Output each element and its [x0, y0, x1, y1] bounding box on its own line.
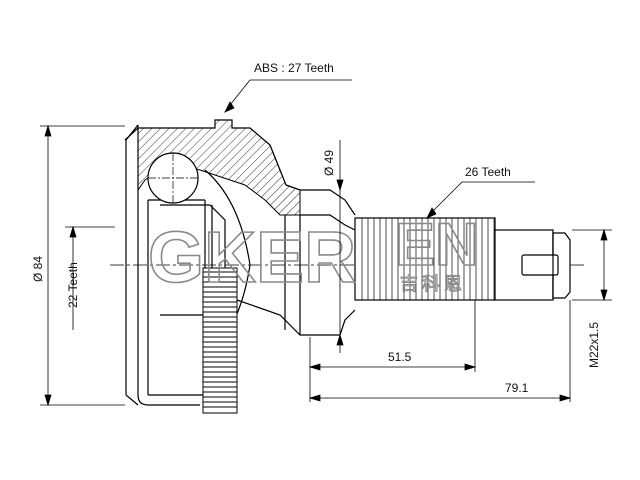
ball: [147, 152, 199, 204]
dim-outer-diameter: [40, 124, 125, 407]
splined-shaft: [354, 217, 496, 301]
thread-label: M22x1.5: [587, 322, 601, 368]
dim-total-length: [308, 300, 572, 402]
dim-inner-teeth: [65, 225, 115, 330]
dim-boot-diameter: [336, 140, 344, 353]
shaft-length-label: 51.5: [388, 350, 412, 364]
spline-leader: [426, 181, 535, 219]
outer-diameter-label: Ø 84: [31, 256, 45, 282]
inner-teeth-label: 22 Teeth: [66, 262, 80, 308]
boot-neck: [236, 214, 356, 336]
watermark-tail: EN: [395, 211, 478, 278]
abs-ring: [202, 267, 238, 414]
abs-leader: [224, 79, 352, 113]
watermark: GKER EN 吉科恩: [147, 210, 479, 299]
spline-teeth-label: 26 Teeth: [465, 165, 511, 179]
threaded-stub: [494, 229, 571, 301]
boot-diameter-label: Ø 49: [322, 150, 336, 176]
watermark-chinese: 吉科恩: [400, 274, 466, 294]
abs-teeth-label: ABS : 27 Teeth: [254, 61, 334, 75]
total-length-label: 79.1: [505, 381, 529, 395]
watermark-brand: GKER: [148, 218, 356, 298]
dim-thread: [572, 228, 612, 302]
dim-shaft-length: [308, 300, 477, 372]
